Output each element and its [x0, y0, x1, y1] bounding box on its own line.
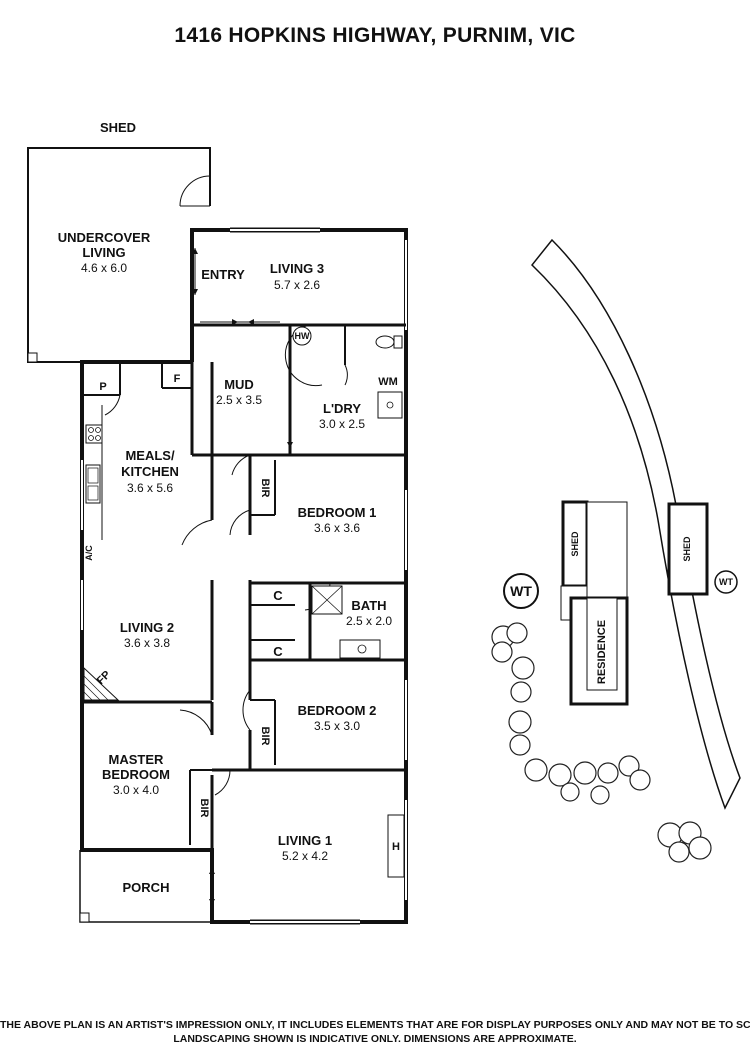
- ac-label: A/C: [84, 545, 94, 561]
- meals-kitchen-dims: 3.6 x 5.6: [127, 481, 173, 495]
- tree: [511, 656, 535, 680]
- driveway-path: [530, 238, 741, 810]
- living3-dims: 5.7 x 2.6: [274, 278, 320, 292]
- toilet-icon: [375, 335, 395, 349]
- bir2-label: BIR: [259, 727, 271, 746]
- vanity-icon: [339, 639, 381, 659]
- fixtures: [83, 326, 405, 878]
- mud-label: MUD: [224, 377, 254, 392]
- shed-top-label: SHED: [100, 120, 136, 135]
- disclaimer: THE ABOVE PLAN IS AN ARTIST'S IMPRESSION…: [0, 1018, 750, 1046]
- doors: [104, 248, 348, 905]
- tree: [573, 761, 597, 785]
- cupboard-2-label: C: [273, 644, 283, 659]
- heater-label: H: [392, 841, 400, 853]
- bedroom2-dims: 3.5 x 3.0: [314, 719, 360, 733]
- bath-label: BATH: [351, 598, 386, 613]
- washing-machine-label: WM: [378, 376, 398, 388]
- laundry-label: L'DRY: [323, 401, 361, 416]
- living1-label: LIVING 1: [278, 833, 332, 848]
- undercover-dims: 4.6 x 6.0: [81, 261, 127, 275]
- tree: [618, 755, 640, 777]
- living2-dims: 3.6 x 3.8: [124, 636, 170, 650]
- water-tank-large-label: WT: [510, 583, 532, 599]
- disclaimer-line-2: LANDSCAPING SHOWN IS INDICATIVE ONLY. DI…: [173, 1033, 577, 1045]
- residence-label: RESIDENCE: [596, 620, 608, 684]
- site-shed-left-label: SHED: [570, 531, 580, 557]
- mud-dims: 2.5 x 3.5: [216, 393, 262, 407]
- bedroom1-label: BEDROOM 1: [298, 505, 377, 520]
- water-tank-small-label: WT: [719, 577, 733, 587]
- cooktop-icon: [85, 424, 103, 444]
- fixture-labels: P F HW WM BIR BIR BIR C C A/C FP H: [84, 331, 400, 853]
- trees: [491, 622, 712, 863]
- bath-dims: 2.5 x 2.0: [346, 614, 392, 628]
- heater-icon: [387, 814, 405, 878]
- master-label-2: BEDROOM: [102, 767, 170, 782]
- meals-kitchen-label-2: KITCHEN: [121, 464, 179, 479]
- pantry-label: P: [99, 381, 106, 393]
- bedroom2-label: BEDROOM 2: [298, 703, 377, 718]
- interior-walls: [79, 323, 406, 923]
- undercover-label-2: LIVING: [82, 245, 125, 260]
- site-shed-right-label: SHED: [682, 536, 692, 562]
- cupboard-1-label: C: [273, 588, 283, 603]
- post-marker: [27, 352, 38, 363]
- bedroom1-dims: 3.6 x 3.6: [314, 521, 360, 535]
- porch-label: PORCH: [123, 880, 170, 895]
- fridge-label: F: [174, 373, 181, 385]
- bir1-label: BIR: [259, 479, 271, 498]
- laundry-tub-icon: [377, 391, 403, 419]
- tree: [524, 758, 548, 782]
- site-plan: SHED RESIDENCE SHED WT WT: [491, 238, 741, 863]
- living1-dims: 5.2 x 4.2: [282, 849, 328, 863]
- entry-label: ENTRY: [201, 267, 245, 282]
- undercover-label-1: UNDERCOVER: [58, 230, 151, 245]
- meals-kitchen-label-1: MEALS/: [125, 448, 175, 463]
- site-shed-right: [667, 502, 709, 596]
- room-labels: SHED UNDERCOVER LIVING 4.6 x 6.0 ENTRY L…: [58, 120, 393, 895]
- bir-master-label: BIR: [198, 799, 210, 818]
- hot-water-label: HW: [295, 331, 310, 341]
- sink-icon: [85, 464, 101, 504]
- house-walls: [80, 227, 408, 925]
- tree: [506, 622, 528, 644]
- water-tank-small: [714, 570, 738, 594]
- master-dims: 3.0 x 4.0: [113, 783, 159, 797]
- hot-water-icon: [292, 326, 312, 346]
- tree: [668, 841, 690, 863]
- tree: [560, 782, 580, 802]
- tree: [548, 763, 572, 787]
- tree: [590, 785, 610, 805]
- tree: [491, 641, 513, 663]
- laundry-dims: 3.0 x 2.5: [319, 417, 365, 431]
- living3-label: LIVING 3: [270, 261, 324, 276]
- master-label-1: MASTER: [109, 752, 165, 767]
- living2-label: LIVING 2: [120, 620, 174, 635]
- shed-door: [179, 175, 211, 207]
- water-tank-large: [503, 573, 539, 609]
- tree: [629, 769, 651, 791]
- disclaimer-line-1: THE ABOVE PLAN IS AN ARTIST'S IMPRESSION…: [0, 1019, 750, 1031]
- tree: [508, 710, 532, 734]
- plan-title: 1416 HOPKINS HIGHWAY, PURNIM, VIC: [174, 24, 576, 47]
- tree: [688, 836, 712, 860]
- tree: [510, 681, 532, 703]
- tree: [597, 762, 619, 784]
- tree: [509, 734, 531, 756]
